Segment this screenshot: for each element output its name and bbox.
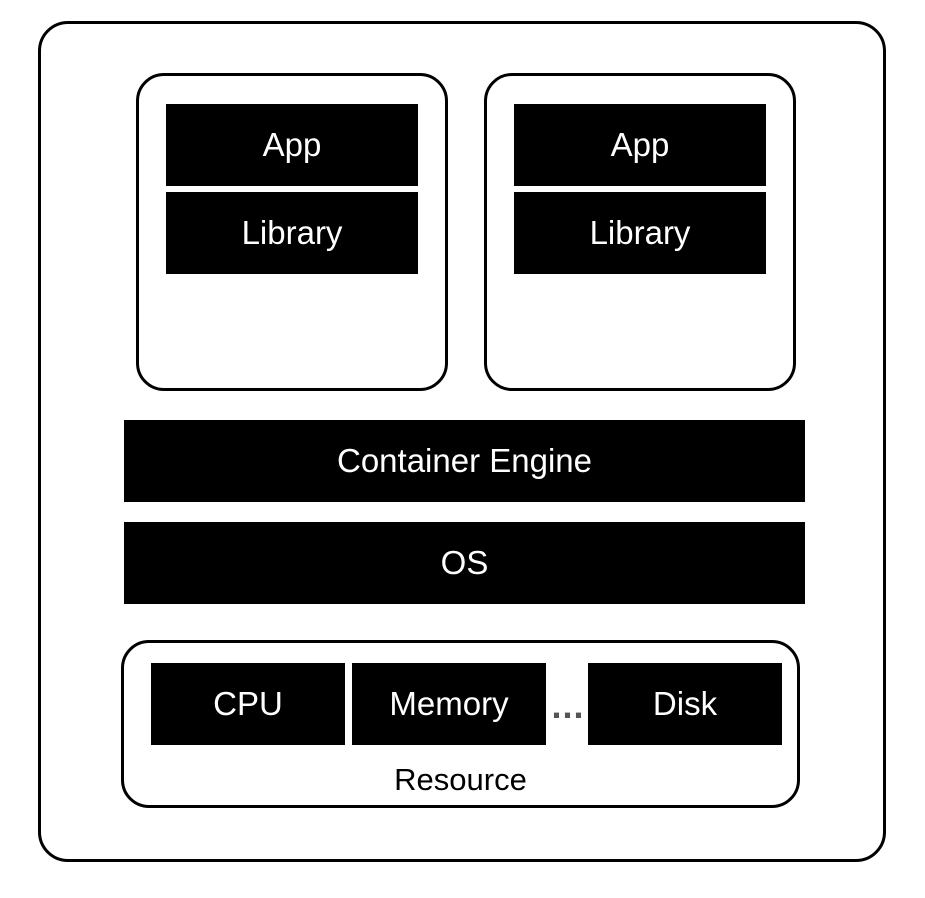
cpu-block: CPU [151,663,345,745]
os-layer: OS [124,522,805,604]
resource-box [121,640,800,808]
resource-ellipsis: ... [551,685,585,726]
container-1-library-block: Library [166,192,418,274]
disk-block: Disk [588,663,782,745]
container-2-box [484,73,796,391]
container-engine-layer: Container Engine [124,420,805,502]
host-outline [38,21,886,862]
container-2-library-block: Library [514,192,766,274]
memory-block: Memory [352,663,546,745]
container-2-app-block: App [514,104,766,186]
resource-label: Resource [394,762,527,797]
container-1-box [136,73,448,391]
container-1-app-block: App [166,104,418,186]
